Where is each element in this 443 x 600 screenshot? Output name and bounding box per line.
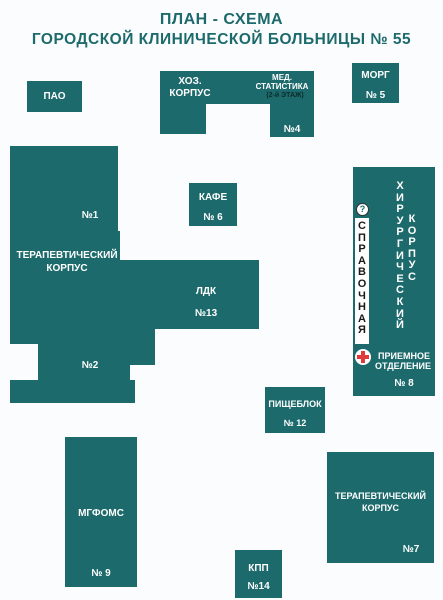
building-14-label: №14 xyxy=(247,581,270,592)
building-morg-label: МОРГ xyxy=(361,70,390,81)
building-hoz-label-1: ХОЗ. xyxy=(178,76,202,87)
building-kpp[interactable] xyxy=(235,550,282,598)
terap-main-label-1: ТЕРАПЕВТИЧЕСКИЙ xyxy=(16,250,118,261)
building-4-label: №4 xyxy=(283,124,301,135)
terap-7-label-2: КОРПУС xyxy=(361,503,400,513)
building-1[interactable] xyxy=(10,146,118,196)
building-kafe-label: КАФЕ xyxy=(198,192,228,203)
building-2-lower[interactable] xyxy=(10,380,135,403)
building-hoz-korpus[interactable] xyxy=(160,71,314,104)
building-pishcheblok[interactable] xyxy=(265,387,325,433)
building-8-label: № 8 xyxy=(394,378,414,389)
building-mgfoms-label: МГФОМС xyxy=(78,508,124,519)
building-6-label: № 6 xyxy=(203,212,223,223)
map-subtitle: ГОРОДСКОЙ КЛИНИЧЕСКОЙ БОЛЬНИЦЫ № 55 xyxy=(31,31,412,48)
building-kpp-label: КПП xyxy=(248,563,269,574)
building-2-label: №2 xyxy=(81,360,99,371)
building-9-label: № 9 xyxy=(91,568,111,579)
building-terapevt-7[interactable] xyxy=(327,452,434,563)
building-7-label: №7 xyxy=(402,544,420,555)
med-stat-label-2: СТАТИСТИКА xyxy=(255,82,309,91)
med-stat-label-1: МЕД. xyxy=(272,73,292,82)
building-4[interactable] xyxy=(270,100,314,137)
building-hoz-label-2: КОРПУС xyxy=(169,88,211,99)
building-morg[interactable] xyxy=(352,63,399,103)
building-kafe[interactable] xyxy=(189,183,237,226)
building-pao-label: ПАО xyxy=(43,91,66,102)
building-5-label: № 5 xyxy=(365,90,386,101)
building-pao[interactable] xyxy=(27,81,82,112)
building-13-label: №13 xyxy=(194,308,218,319)
building-pishcheblok-label: ПИЩЕБЛОК xyxy=(268,399,322,409)
medical-cross-icon xyxy=(355,349,371,365)
terap-7-label-1: ТЕРАПЕВТИЧЕСКИЙ xyxy=(335,491,426,501)
help-icon: ? xyxy=(356,203,369,216)
spravochnaya-panel[interactable] xyxy=(355,218,369,344)
priem-label-2: ОТДЕЛЕНИЕ xyxy=(375,361,431,371)
map-title: ПЛАН - СХЕМА xyxy=(159,11,284,28)
building-1-label: №1 xyxy=(81,210,99,221)
building-hoz-korpus-wing[interactable] xyxy=(160,100,206,134)
building-terapevt-main[interactable] xyxy=(10,231,120,344)
med-stat-floor-label: (2-й ЭТАЖ) xyxy=(266,92,304,99)
building-mgfoms[interactable] xyxy=(65,437,137,587)
building-ldk-13[interactable] xyxy=(118,260,259,329)
building-ldk-label: ЛДК xyxy=(195,286,217,297)
terap-main-label-2: КОРПУС xyxy=(46,263,88,274)
priem-label-1: ПРИЕМНОЕ xyxy=(378,351,430,361)
building-12-label: № 12 xyxy=(283,418,307,428)
